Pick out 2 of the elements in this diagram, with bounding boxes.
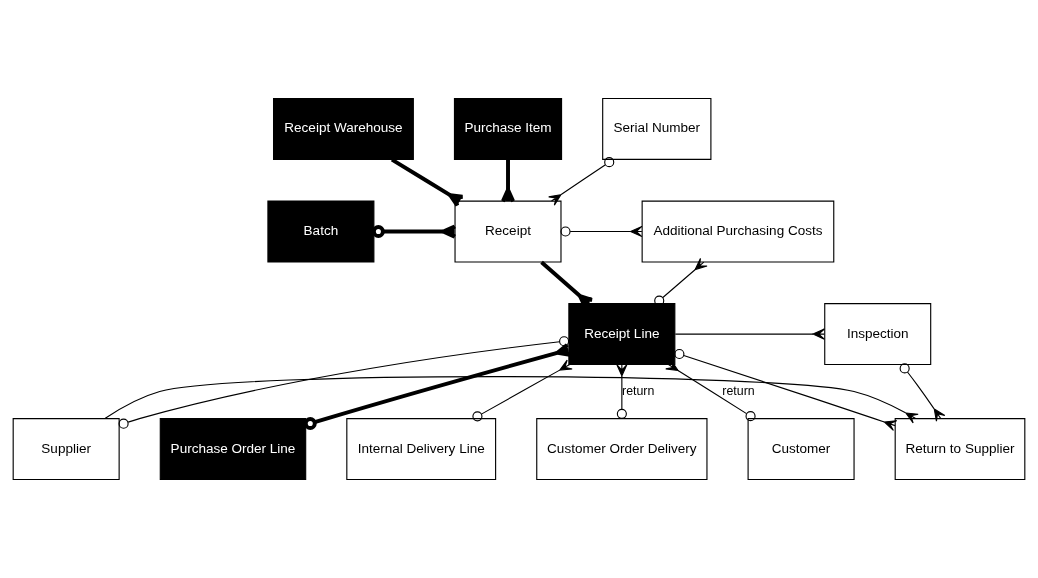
edge-label: return: [622, 383, 655, 398]
edge-label: return: [722, 383, 755, 398]
